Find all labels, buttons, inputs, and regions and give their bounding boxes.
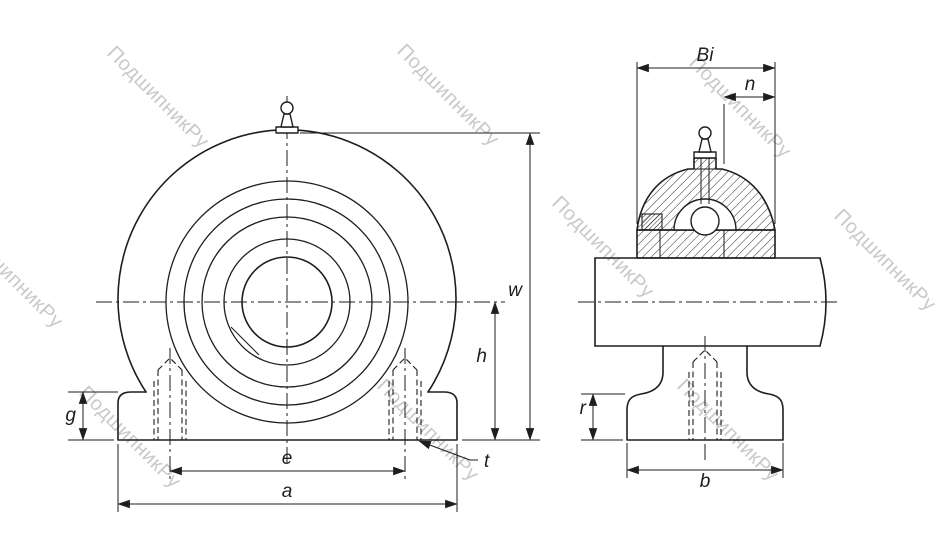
bearing-circles <box>165 180 409 424</box>
mounting-hole-right <box>388 357 422 440</box>
fitting-taper <box>280 113 294 128</box>
pedestal-outline <box>626 345 784 441</box>
fitting-flange <box>275 126 299 134</box>
drill-cone <box>392 357 418 371</box>
shaft-right-end <box>819 257 827 347</box>
front-view: w h g e a <box>65 96 540 512</box>
surface-tick <box>230 326 260 356</box>
fitting-flange <box>693 151 717 159</box>
outer-ring-inner-circle <box>183 198 391 406</box>
bearing-ball <box>690 206 720 236</box>
fitting-ball <box>698 126 712 140</box>
dim-label-e: e <box>282 448 293 469</box>
dimension-b: b <box>626 443 784 492</box>
outer-ring-od-circle <box>165 180 409 424</box>
bore-circle <box>241 256 333 348</box>
fitting-ball <box>280 101 294 115</box>
dim-label-bi: Bi <box>697 45 715 66</box>
dim-label-r: r <box>580 398 587 419</box>
dimension-n: n <box>723 74 776 164</box>
dimension-h: h <box>476 301 500 441</box>
dim-label-t: t <box>484 451 490 472</box>
dimension-t: t <box>418 440 490 472</box>
dim-label-h: h <box>476 346 487 367</box>
dim-label-w: w <box>508 280 523 301</box>
mounting-hole-left <box>153 357 187 440</box>
seal-circle <box>201 216 373 388</box>
dimension-r: r <box>580 393 625 441</box>
front-centerlines <box>96 96 505 482</box>
fitting-taper <box>698 138 712 153</box>
dimension-g: g <box>65 391 118 441</box>
grease-fitting-side <box>693 126 717 159</box>
dimension-bi: Bi <box>636 45 776 224</box>
drill-cone <box>692 349 718 363</box>
pedestal-tapped-hole <box>688 349 722 440</box>
dimension-e: e <box>169 448 406 476</box>
side-centerlines <box>578 301 840 462</box>
dimension-a: a <box>117 444 458 512</box>
dim-label-a: a <box>282 481 293 502</box>
side-view: Bi n r b <box>578 45 840 492</box>
dimension-w: w <box>300 132 540 441</box>
dim-label-g: g <box>65 405 76 426</box>
housing-base <box>117 391 458 441</box>
inner-ring-circle <box>223 238 351 366</box>
dim-label-n: n <box>745 74 756 95</box>
grease-fitting-front <box>275 101 299 134</box>
set-screw-section <box>641 213 663 231</box>
dim-label-b: b <box>700 471 711 492</box>
drill-cone <box>157 357 183 371</box>
shaft <box>594 257 827 347</box>
leader-line <box>418 440 478 461</box>
